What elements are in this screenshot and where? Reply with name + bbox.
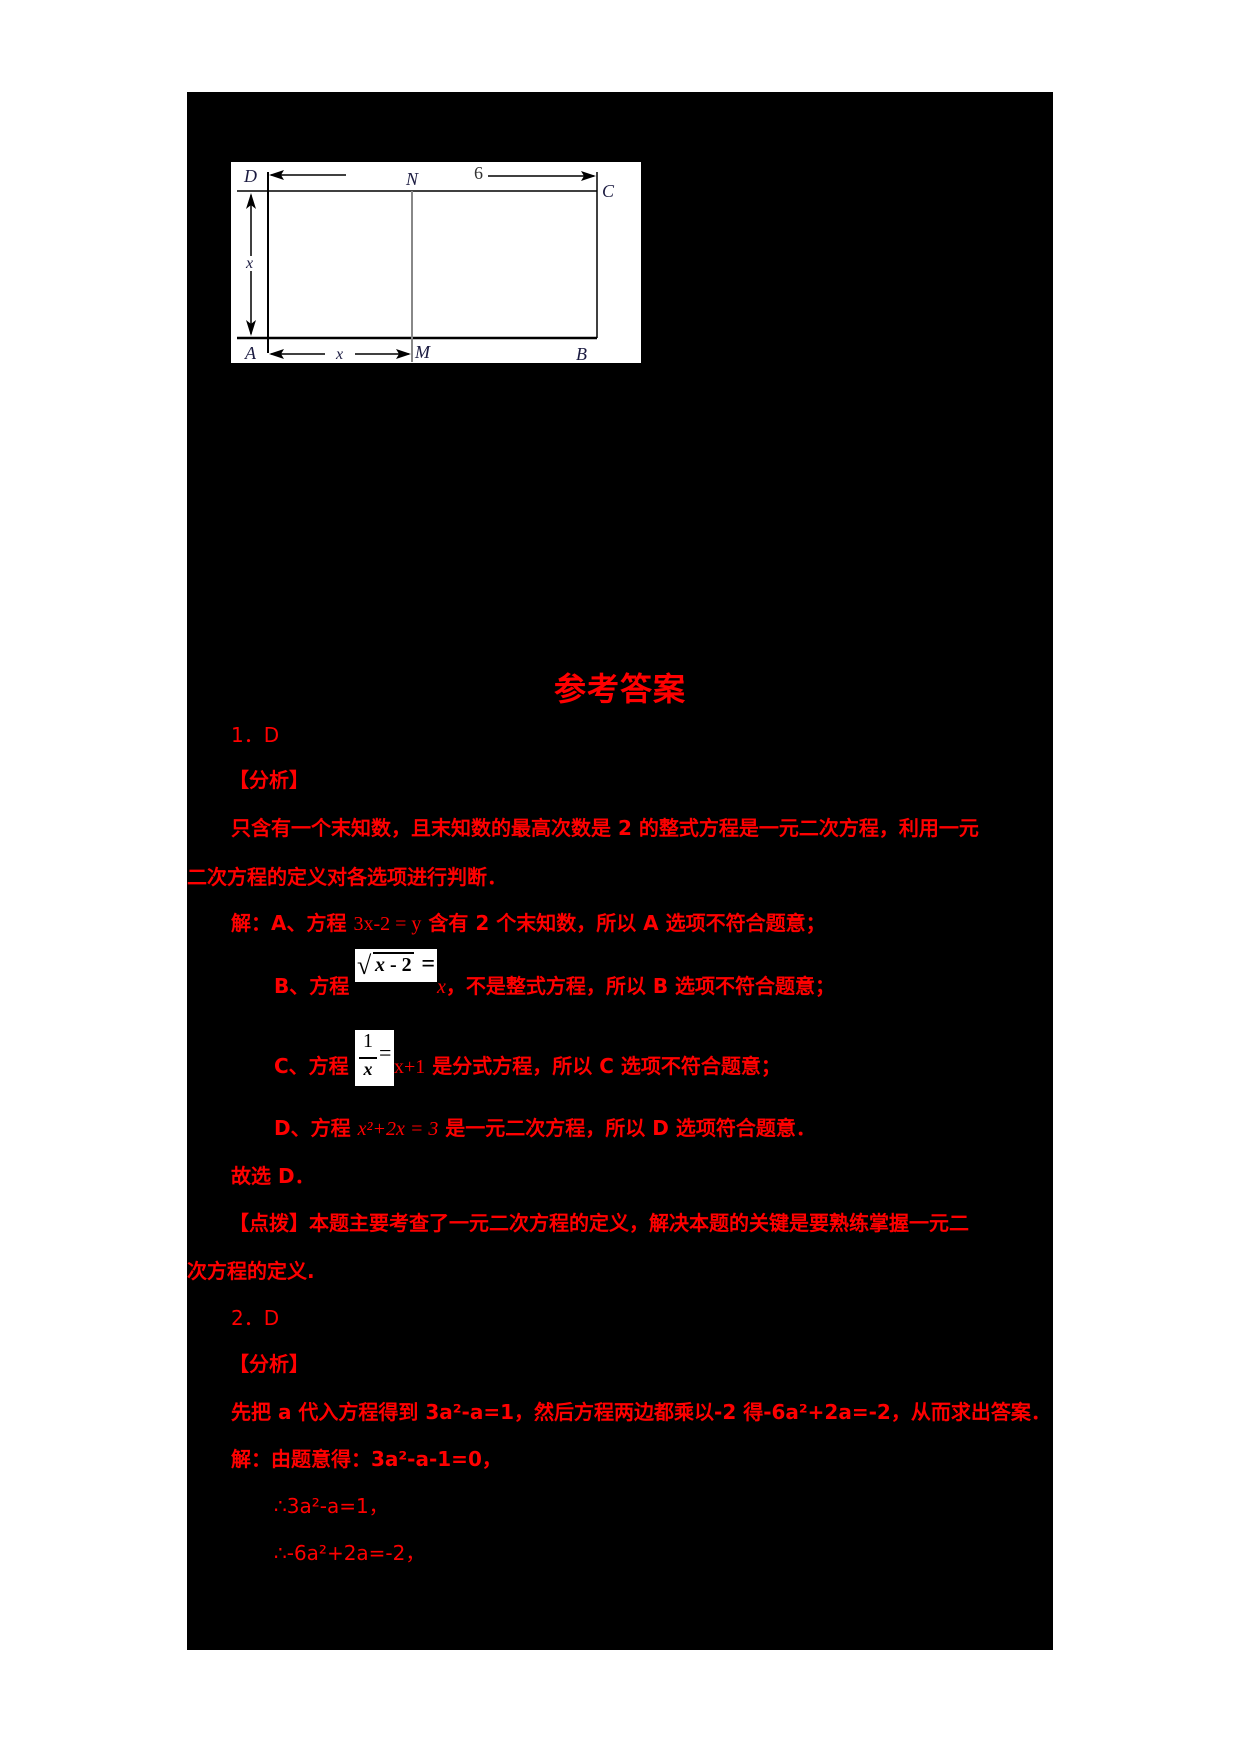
q1-analysis-line2: 二次方程的定义对各选项进行判断． [187,865,507,889]
q1-solution-d-suffix: 是一元二次方程，所以 D 选项符合题意． [438,1116,816,1140]
q1-solution-b-rest: x，不是整式方程，所以 B 选项不符合题意； [437,972,835,1001]
q2-solution-line1: 解：由题意得：3a²-a-1=0， [231,1447,502,1471]
label-m: M [414,342,431,362]
sqrt-icon: √ [357,951,372,980]
label-a: A [244,343,257,363]
label-n: N [405,169,419,189]
q1-solution-a-equation: 3x-2 = y [353,913,422,935]
q1-solution-b-prefix: B、方程 [274,974,350,998]
q1-conclusion: 故选 D． [231,1164,315,1188]
label-c: C [602,181,615,201]
label-b: B [576,344,587,363]
q2-analysis-line: 先把 a 代入方程得到 3a²-a=1，然后方程两边都乘以-2 得-6a²+2a… [231,1400,1051,1424]
q1-solution-b-var: x [437,976,446,998]
q1-solution-b-suffix: ，不是整式方程，所以 B 选项不符合题意； [445,974,836,998]
label-d: D [243,166,257,186]
q1-answer: 1．D [231,723,280,747]
q1-tip-line2: 次方程的定义. [187,1259,315,1283]
q1-solution-d-prefix: D、方程 [274,1116,358,1140]
dim-left-label: x [245,255,253,272]
rectangle-figure: D N C A M B x x 6 [231,162,641,363]
q1-solution-c-suffix: 是分式方程，所以 C 选项不符合题意； [425,1054,781,1078]
q1-solution-a: 解：A、方程 3x-2 = y 含有 2 个末知数，所以 A 选项不符合题意； [231,909,826,938]
q2-solution-line2: ∴3a²-a=1， [274,1494,389,1518]
q1-solution-c-rest: x+1 是分式方程，所以 C 选项不符合题意； [394,1052,781,1081]
q1-solution-c-prefix: C、方程 [274,1054,349,1078]
q1-solution-d-equation: x²+2x = 3 [357,1118,439,1140]
q1-solution-a-prefix: 解：A、方程 [231,911,354,935]
q1-solution-a-suffix: 含有 2 个末知数，所以 A 选项不符合题意； [421,911,826,935]
q1-analysis-heading: 【分析】 [229,768,309,792]
q2-analysis-heading: 【分析】 [229,1352,309,1376]
q1-tip-line1: 【点拨】本题主要考查了一元二次方程的定义，解决本题的关键是要熟练掌握一元二 [229,1211,969,1235]
q2-solution-line3: ∴-6a²+2a=-2， [274,1541,426,1565]
dim-bottom-label: x [335,346,343,363]
q1-analysis-line1: 只含有一个末知数，且末知数的最高次数是 2 的整式方程是一元二次方程，利用一元 [231,816,979,840]
fraction-equation-image: 1 x = [355,1030,394,1086]
dim-top-label: 6 [474,163,483,183]
q1-solution-d: D、方程 x²+2x = 3 是一元二次方程，所以 D 选项符合题意． [274,1114,816,1143]
q1-solution-c-expr: x+1 [394,1056,426,1078]
sqrt-equation-image: √ x - 2 = [355,949,437,982]
answers-title: 参考答案 [553,670,686,708]
rectangle-diagram: D N C A M B x x 6 [237,163,615,363]
q2-answer: 2．D [231,1306,280,1330]
